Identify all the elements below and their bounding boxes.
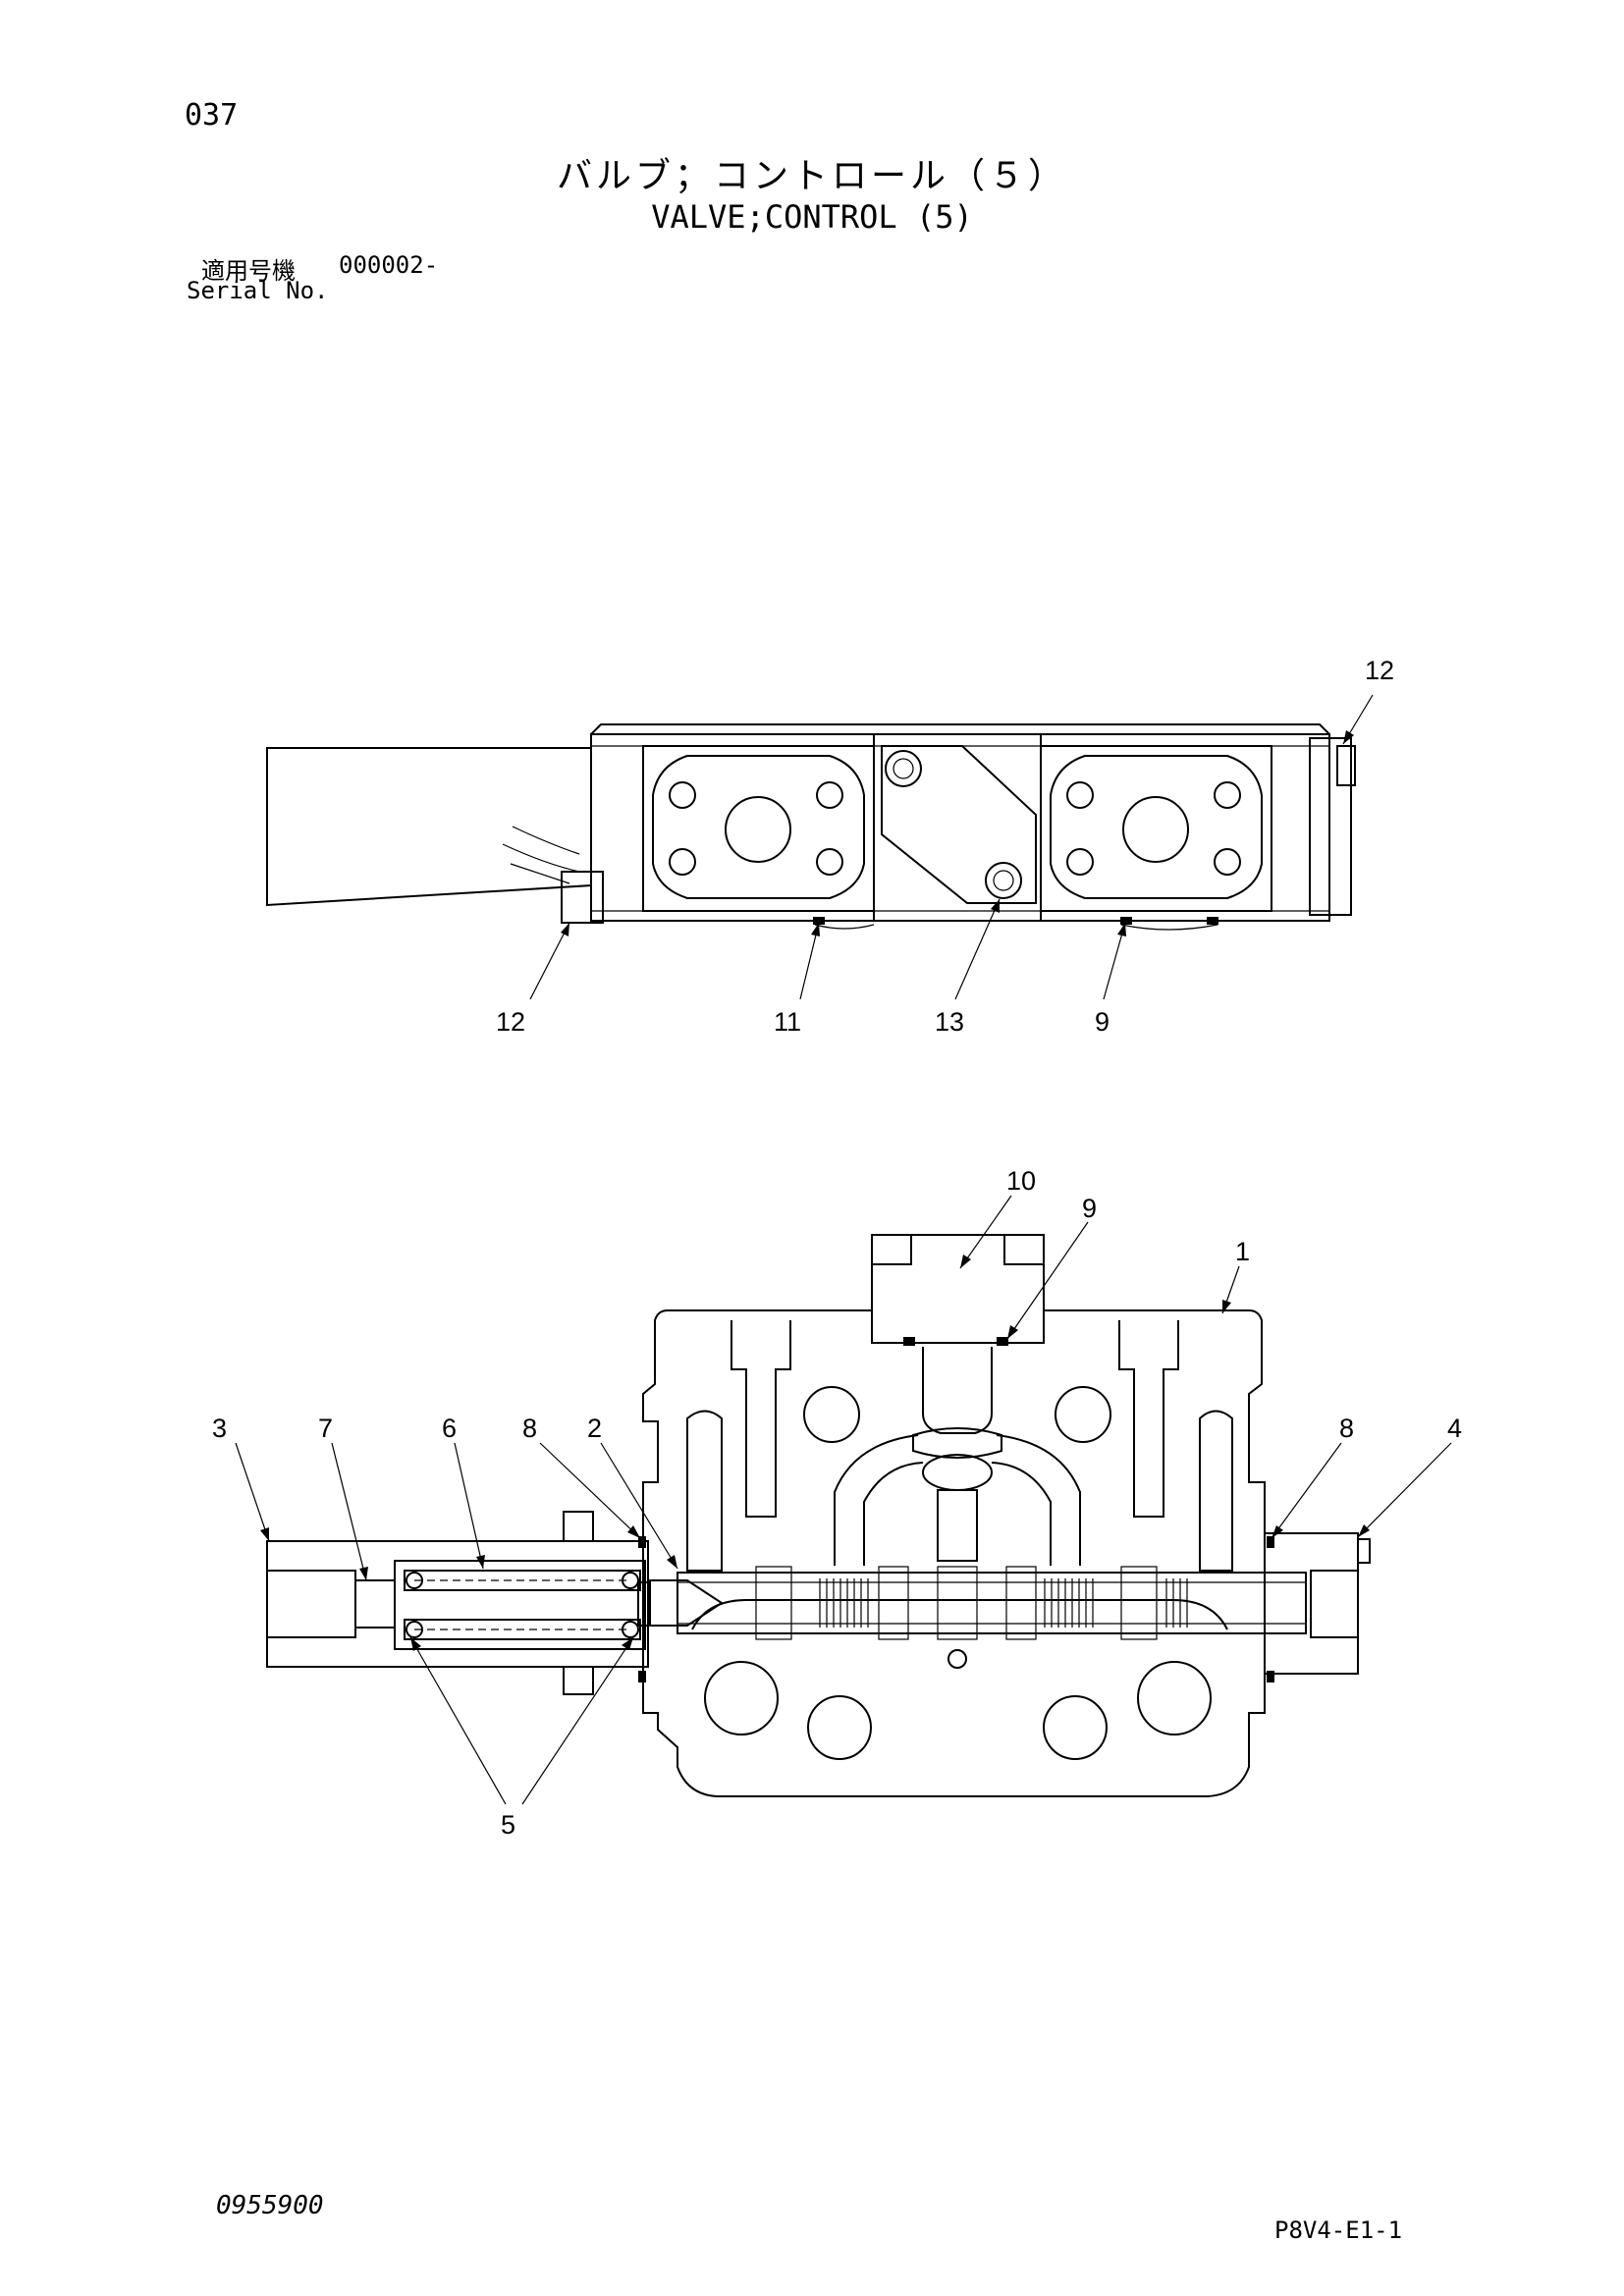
serial-range: 000002-	[339, 251, 439, 279]
title-english: VALVE;CONTROL (5)	[651, 198, 973, 236]
section-view-leaders	[235, 1195, 1452, 1805]
callout-4: 4	[1447, 1414, 1462, 1443]
spool-lands	[755, 1566, 1188, 1640]
valve-section-view	[266, 1234, 1371, 1797]
serial-label-english: Serial No.	[187, 277, 329, 304]
callout-12-upper: 12	[1365, 656, 1394, 685]
callout-5: 5	[501, 1810, 515, 1840]
callout-8-right: 8	[1339, 1414, 1354, 1443]
callout-9-section: 9	[1082, 1194, 1097, 1223]
page-number: 037	[185, 98, 239, 133]
callout-13: 13	[935, 1007, 964, 1037]
callout-8-left: 8	[522, 1414, 537, 1443]
callout-10: 10	[1006, 1166, 1036, 1196]
callout-3: 3	[212, 1414, 227, 1443]
callout-7: 7	[318, 1414, 333, 1443]
title-japanese: バルブ；コントロール（５）	[556, 156, 1067, 196]
sheet-code: P8V4-E1-1	[1274, 2216, 1403, 2244]
top-view-callouts: 12 12 11 13 9	[496, 656, 1394, 1037]
callout-6: 6	[442, 1414, 457, 1443]
document-code: 0955900	[216, 2191, 324, 2220]
callout-2: 2	[587, 1414, 602, 1443]
callout-11: 11	[774, 1007, 801, 1037]
callout-1: 1	[1235, 1237, 1250, 1266]
callout-12-lower: 12	[496, 1007, 525, 1037]
valve-top-view	[266, 723, 1356, 931]
top-view-leaders	[529, 694, 1374, 1000]
serial-label-japanese: 適用号機	[201, 257, 296, 285]
callout-9-top: 9	[1095, 1007, 1110, 1037]
section-view-callouts: 10 9 1 3 7 6 8 2 8 4 5	[212, 1166, 1462, 1840]
